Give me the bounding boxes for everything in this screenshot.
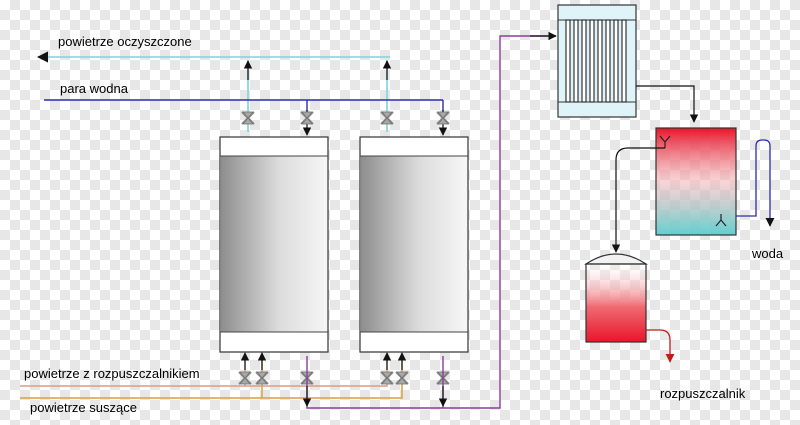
solvent-tank: [584, 253, 648, 343]
tank-outlet-line: [646, 329, 675, 363]
label-air-with-solvent: powietrze z rozpuszczalnikiem: [24, 366, 200, 381]
inflow-arrows: [240, 352, 407, 370]
valve-icon[interactable]: [395, 371, 409, 385]
condenser-outlet-line: [636, 85, 699, 123]
valve-icon[interactable]: [255, 371, 269, 385]
separator-water-outlet: [736, 139, 775, 227]
valve-icon[interactable]: [436, 111, 450, 125]
separator-solvent-outlet: [611, 147, 665, 253]
purified-air-line: [247, 60, 388, 132]
separator: [655, 127, 737, 236]
label-steam: para wodna: [60, 81, 129, 96]
valve-icon[interactable]: [380, 371, 394, 385]
adsorber-column-right: [359, 136, 469, 353]
label-solvent: rozpuszczalnik: [660, 386, 746, 401]
label-purified-air: powietrze oczyszczone: [58, 34, 192, 49]
valve-icon[interactable]: [300, 111, 314, 125]
adsorber-column-left: [219, 136, 329, 353]
valve-icon[interactable]: [238, 371, 252, 385]
steam-drops: [306, 100, 444, 112]
label-water: woda: [751, 246, 784, 261]
condenser: [557, 4, 637, 118]
valve-icon[interactable]: [241, 111, 255, 125]
valve-icon[interactable]: [380, 111, 394, 125]
label-drying-air: powietrze suszące: [30, 400, 137, 415]
